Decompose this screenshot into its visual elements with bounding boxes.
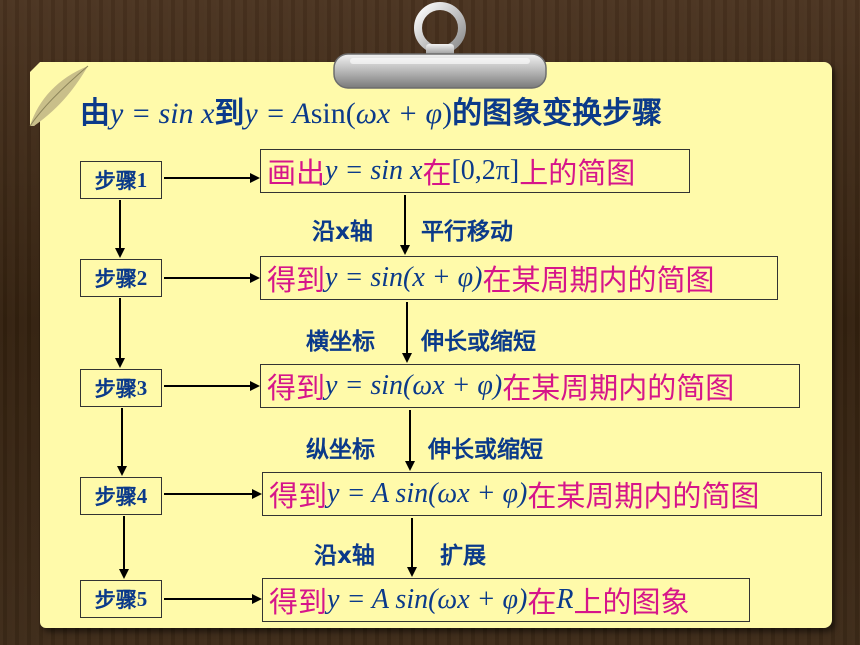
binder-clip-icon: [333, 2, 547, 89]
transform-label-2-right: 伸长或缩短: [421, 329, 536, 355]
transform-label-3-left: 纵坐标: [306, 437, 375, 463]
transform-label-1-left: 沿x轴: [312, 219, 373, 245]
paper-curl-corner: [29, 62, 96, 127]
transform-label-4-right: 扩展: [440, 543, 486, 569]
transform-label-2-left: 横坐标: [306, 329, 375, 355]
transform-label-3-right: 伸长或缩短: [428, 437, 543, 463]
transform-label-4-left: 沿x轴: [314, 543, 375, 569]
title-formula-1: y = sin x: [110, 97, 215, 130]
page-title: 由y = sin x到y = Asin(ωx + φ)的图象变换步骤: [80, 97, 663, 130]
transform-label-1-right: 平行移动: [421, 219, 513, 245]
